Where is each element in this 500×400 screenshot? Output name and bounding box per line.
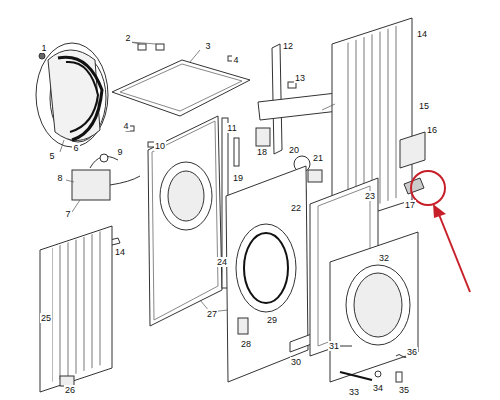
callout-number: 15	[418, 101, 430, 111]
callout-number: 19	[232, 173, 244, 183]
callout-number: 14	[114, 247, 126, 257]
callout-number: 3	[204, 41, 211, 51]
callout-number: 4	[232, 55, 239, 65]
callout-number: 30	[290, 357, 302, 367]
callout-number: 31	[328, 341, 340, 351]
callout-number: 23	[364, 191, 376, 201]
callout-number: 28	[240, 339, 252, 349]
callout-number: 36	[406, 347, 418, 357]
leader-lines	[60, 42, 335, 312]
callout-number: 7	[64, 209, 71, 219]
callout-number: 24	[216, 257, 228, 267]
callout-number: 11	[226, 123, 237, 133]
callout-number: 6	[72, 143, 79, 153]
callout-number: 2	[124, 33, 131, 43]
callout-number: 12	[282, 41, 294, 51]
highlight-circle	[411, 171, 470, 292]
callout-number: 29	[266, 315, 278, 325]
callout-number: 17	[404, 200, 416, 210]
callout-number: 35	[398, 385, 410, 395]
callout-number: 34	[372, 383, 384, 393]
callout-number: 32	[378, 253, 390, 263]
callout-number: 25	[40, 313, 52, 323]
callout-number: 5	[48, 151, 55, 161]
callout-number: 33	[348, 387, 360, 397]
callout-number: 14	[416, 29, 428, 39]
callout-number: 13	[294, 73, 306, 83]
callout-number: 20	[288, 145, 300, 155]
callout-number: 4	[122, 121, 129, 131]
callout-number: 21	[312, 153, 324, 163]
callout-number: 22	[290, 203, 302, 213]
callout-number: 27	[206, 309, 218, 319]
callout-number: 8	[56, 173, 63, 183]
callout-number: 26	[64, 385, 76, 395]
callout-number: 9	[116, 147, 123, 157]
callout-number: 1	[40, 43, 47, 53]
callout-number: 10	[154, 141, 166, 151]
exploded-dryer	[36, 18, 425, 392]
callout-number: 18	[256, 147, 268, 157]
callout-number: 16	[426, 125, 438, 135]
